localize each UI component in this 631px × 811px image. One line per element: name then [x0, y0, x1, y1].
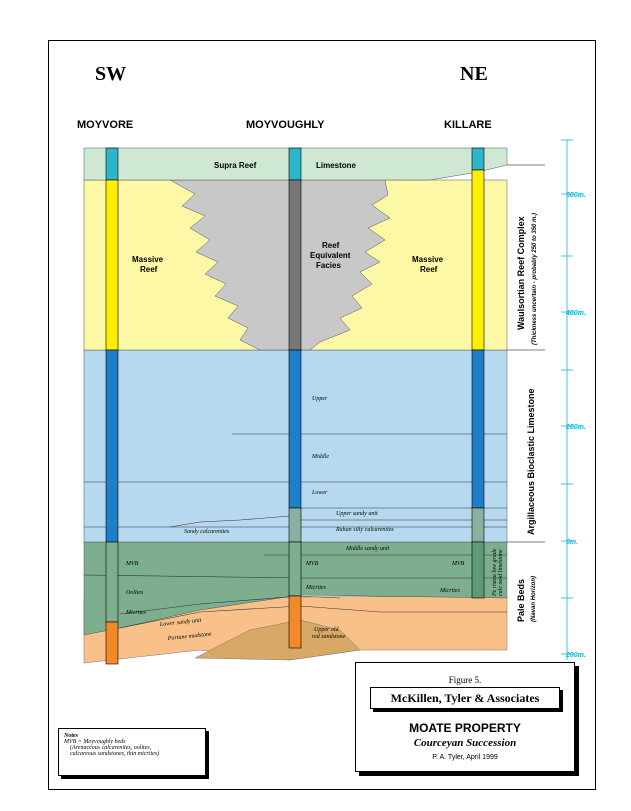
- column-moyvore-sand: [105, 621, 119, 665]
- author-line: P. A. Tyler, April 1999: [432, 754, 498, 761]
- column-moyvore-supra: [105, 147, 119, 181]
- column-moyvore-pale: [105, 541, 119, 623]
- label-rahan-silty: Rahan silty calcarenites: [335, 527, 394, 533]
- layer-reef-facies: [169, 179, 391, 351]
- scale-label-600: 600m.: [566, 192, 586, 199]
- side-waulsortian-sub: (Thickness uncertain - probably 250 to 3…: [532, 213, 538, 345]
- column-moyvoughly-pale: [288, 541, 302, 597]
- well-killare: KILLARE: [444, 119, 492, 131]
- scale-label-400: 400m.: [565, 310, 586, 317]
- column-killare-pale: [471, 541, 485, 599]
- column-killare-argill: [471, 349, 485, 509]
- notes-line-3: calcareous sandstones, thin micrites): [70, 751, 160, 757]
- column-moyvore-argill: [105, 349, 119, 543]
- column-moyvore-reef: [105, 179, 119, 351]
- label-sandy-calcarenites: Sandy calcarenites: [184, 529, 230, 535]
- direction-sw: SW: [95, 63, 126, 85]
- label-lower: Lower: [311, 490, 328, 496]
- notes-line-1: MVB = Moyvoughly beds: [64, 739, 126, 745]
- label-pale-beds-note: Pe ristoa low gradecalc ooid limestone: [492, 548, 504, 597]
- column-moyvoughly-argill: [288, 349, 302, 509]
- column-moyvoughly-supra: [288, 147, 302, 181]
- label-mvb-right: MVB: [451, 561, 465, 567]
- column-killare-sandy: [471, 507, 485, 543]
- label-micrites-middle: Micrites: [305, 585, 327, 591]
- label-micrites-right: Micrites: [439, 588, 461, 594]
- label-middle-sandy-unit: Middle sandy unit: [345, 546, 390, 552]
- direction-ne: NE: [460, 63, 488, 85]
- scale-ticks: [561, 139, 573, 655]
- label-lower-sandy-unit: Lower sandy unit: [159, 618, 202, 628]
- label-micrites-left: Micrites: [125, 610, 147, 616]
- line-sandy-calcarenites: [169, 515, 291, 528]
- figure-number: Figure 5.: [448, 675, 482, 685]
- notes-heading: Notes: [64, 733, 78, 739]
- scale-label-0: 0m.: [566, 539, 578, 546]
- figure-subtitle: Courceyan Succession: [413, 737, 517, 749]
- column-moyvoughly-sandy: [288, 507, 302, 543]
- scale-label-minus-200: 200m.: [565, 652, 586, 659]
- column-moyvoughly-sand: [288, 595, 302, 649]
- side-argillaceous: Argillaceous Bioclastic Limestone: [526, 388, 536, 535]
- side-pale-beds-sub: (Navan Horizon): [531, 576, 537, 622]
- label-portane-mudstone: Portane mudstone: [167, 631, 213, 642]
- figure-frame: [48, 40, 596, 790]
- title-block: Figure 5. McKillen, Tyler & Associates M…: [355, 662, 575, 772]
- notes-box: Notes MVB = Moyvoughly beds (Arenaceous …: [58, 728, 206, 776]
- notes-line-2: (Arenaceous calcarenites, oolites,: [70, 745, 152, 751]
- well-moyvoughly: MOYVOUGHLY: [246, 119, 325, 131]
- label-upper-sandy-unit: Upper sandy unit: [336, 511, 378, 517]
- column-killare-supra: [471, 147, 485, 171]
- label-limestone: Limestone: [316, 161, 357, 170]
- label-supra-reef: Supra Reef: [214, 161, 257, 170]
- layer-old-red-sandstone: [194, 619, 361, 661]
- column-moyvoughly-reef: [288, 179, 302, 351]
- label-middle: Middle: [311, 454, 329, 460]
- label-oolites: Oolites: [126, 590, 144, 596]
- label-upper: Upper: [312, 396, 328, 402]
- company-name: McKillen, Tyler & Associates: [370, 687, 560, 709]
- side-pale-beds: Pale Beds: [516, 579, 526, 622]
- line-micrites-base: [119, 595, 341, 615]
- scale-label-200: 200m.: [565, 424, 586, 431]
- well-moyvore: MOYVORE: [77, 119, 133, 131]
- column-killare-reef: [471, 169, 485, 351]
- label-mvb-left: MVB: [125, 561, 139, 567]
- label-mvb-middle: MVB: [305, 561, 319, 567]
- property-name: MOATE PROPERTY: [409, 721, 521, 735]
- side-waulsortian: Waulsortian Reef Complex: [516, 216, 526, 330]
